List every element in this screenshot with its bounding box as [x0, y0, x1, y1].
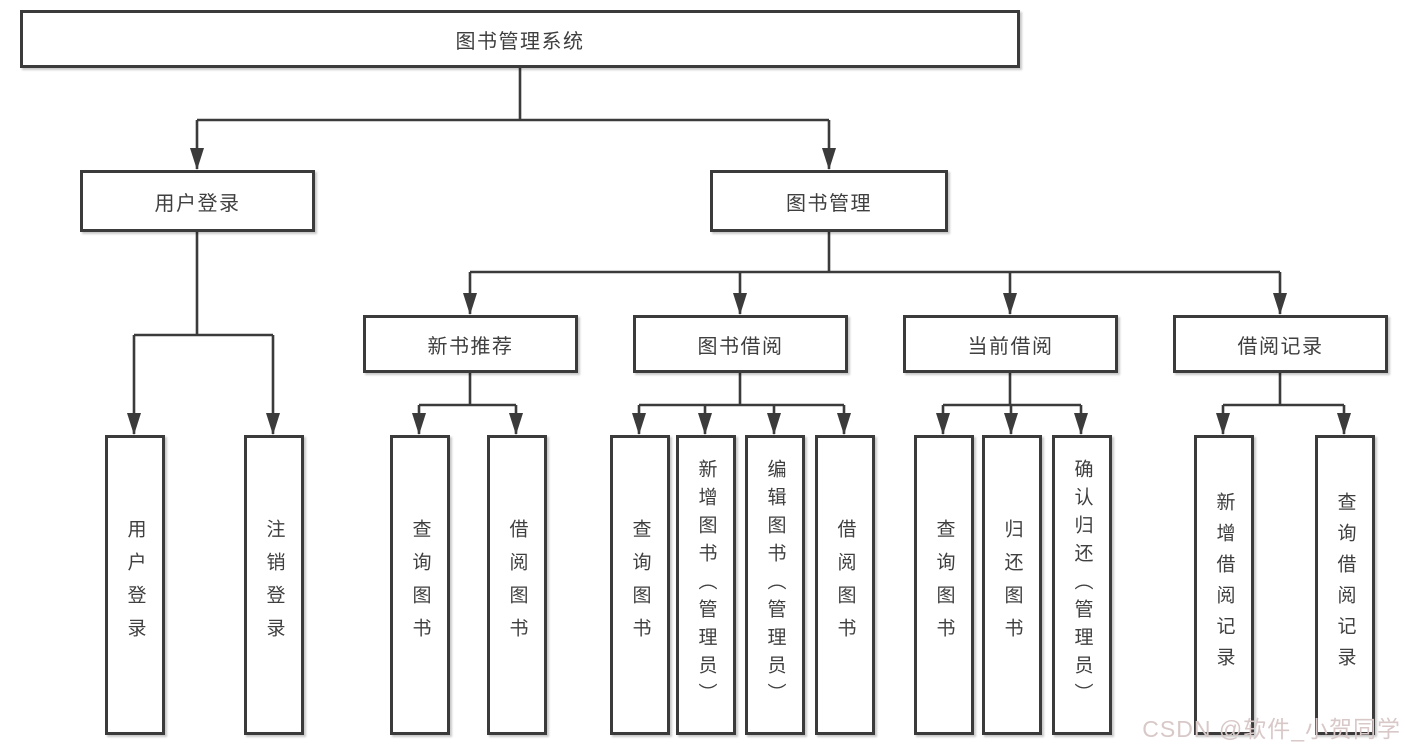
node-leaf-logout: 注销登录	[244, 435, 304, 735]
node-label: 借阅记录	[1237, 335, 1324, 358]
node-leaf-query-books-2: 查询图书	[610, 435, 670, 735]
node-book-borrowing: 图书借阅	[633, 315, 848, 373]
node-new-book-recommend: 新书推荐	[363, 315, 578, 373]
node-current-borrowing: 当前借阅	[903, 315, 1118, 373]
node-label: 查询图书	[933, 519, 955, 651]
node-label: 借阅图书	[834, 519, 856, 651]
node-label: 查询图书	[629, 519, 651, 651]
node-label: 当前借阅	[967, 335, 1054, 358]
node-borrowing-records: 借阅记录	[1173, 315, 1388, 373]
node-label: 编辑图书（管理员）	[764, 459, 786, 711]
node-leaf-query-books-3: 查询图书	[914, 435, 974, 735]
node-user-login-branch: 用户登录	[80, 170, 315, 232]
node-label: 新增图书（管理员）	[695, 459, 717, 711]
node-label: 图书借阅	[697, 335, 784, 358]
node-label: 确认归还（管理员）	[1071, 459, 1093, 711]
node-label: 新增借阅记录	[1213, 492, 1235, 678]
node-leaf-confirm-return-admin: 确认归还（管理员）	[1052, 435, 1112, 735]
node-label: 用户登录	[124, 519, 146, 651]
node-label: 借阅图书	[506, 519, 528, 651]
connector-lines	[127, 68, 1351, 435]
node-label: 图书管理系统	[455, 30, 585, 53]
node-leaf-borrow-books-1: 借阅图书	[487, 435, 547, 735]
node-label: 新书推荐	[427, 335, 514, 358]
node-leaf-query-borrow-record: 查询借阅记录	[1315, 435, 1375, 735]
node-leaf-add-books-admin: 新增图书（管理员）	[676, 435, 736, 735]
node-label: 注销登录	[263, 519, 285, 651]
node-leaf-return-books: 归还图书	[982, 435, 1042, 735]
node-leaf-borrow-books-2: 借阅图书	[815, 435, 875, 735]
node-label: 用户登录	[154, 192, 241, 215]
node-label: 查询借阅记录	[1334, 492, 1356, 678]
watermark: CSDN @软件_小贺同学	[1142, 716, 1401, 742]
node-leaf-add-borrow-record: 新增借阅记录	[1194, 435, 1254, 735]
node-label: 图书管理	[786, 192, 872, 215]
node-leaf-edit-books-admin: 编辑图书（管理员）	[745, 435, 805, 735]
node-root-system: 图书管理系统	[20, 10, 1020, 68]
node-book-management-branch: 图书管理	[710, 170, 948, 232]
node-label: 查询图书	[409, 519, 431, 651]
node-leaf-user-login: 用户登录	[105, 435, 165, 735]
node-label: 归还图书	[1001, 519, 1023, 651]
node-leaf-query-books-1: 查询图书	[390, 435, 450, 735]
